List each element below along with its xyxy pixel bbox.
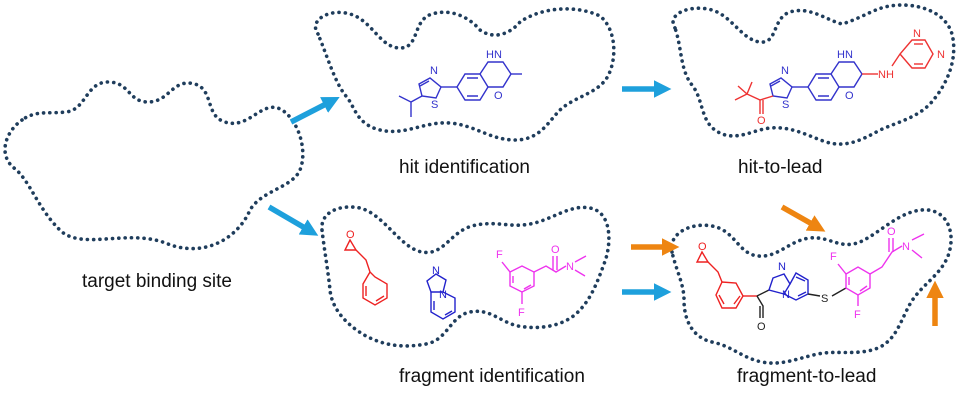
lead-difluorophenyl-acetamide [837,233,925,306]
lead-imidazopyridine [768,272,809,301]
lead-linker [756,289,770,318]
hit-molecule [398,61,522,117]
fragment-atom-n-amide: N [566,261,574,273]
lead-epoxide-benzyl [695,250,757,309]
hit-pocket-outline [313,7,616,142]
hit-atom-o: O [494,90,503,102]
fragment-pocket-outline [320,205,611,348]
fragment-epoxide-benzyl [343,238,388,306]
lead-thioether [807,287,847,297]
fragment-difluorophenyl-acetamide [501,255,587,304]
lead-frag-atom-n-2: N [782,289,790,301]
lead-atom-n: N [781,65,789,77]
lead-frag-atom-f-1: F [830,251,837,263]
lead-atom-n-pyrazine-1: N [913,28,921,40]
label-hit-identification: hit identification [399,157,530,178]
lead-atom-o-ketone: O [757,115,766,127]
hit-atom-hn: HN [486,49,502,61]
label-fragment-identification: fragment identification [399,366,585,387]
arrow-to-fragment-identification [267,204,319,236]
lead-frag-atom-o-epoxide: O [698,241,707,253]
hit-to-lead-pocket-outline [671,3,956,146]
lead-atom-n-pyrazine-2: N [937,49,945,61]
lead-frag-atom-o-amide: O [887,226,896,238]
fragment-atom-n-2: N [439,289,447,301]
label-fragment-to-lead: fragment-to-lead [737,366,877,387]
lead-frag-atom-o-carbonyl: O [757,321,766,333]
lead-core [769,61,863,101]
arrow-to-hit-identification [289,96,340,125]
fragment-atom-f-1: F [496,249,503,261]
lead-atom-hn: HN [837,49,853,61]
target-pocket-outline [3,80,305,251]
fragment-atom-o-amide: O [551,244,560,256]
fragment-atom-o-epoxide: O [346,229,355,241]
lead-frag-atom-f-2: F [854,309,861,321]
fragment-atom-n-1: N [432,265,440,277]
hit-atom-n: N [430,65,438,77]
label-hit-to-lead: hit-to-lead [738,157,823,178]
lead-atom-s: S [782,99,789,111]
lead-added-groups [734,39,934,114]
lead-atom-nh: NH [878,69,894,81]
fragment-atom-f-2: F [518,307,525,319]
lead-frag-atom-n-amide: N [902,241,910,253]
lead-atom-o: O [845,90,854,102]
lead-frag-atom-n-1: N [778,261,786,273]
fragment-to-lead-pocket-outline [669,208,953,365]
fragment-imidazopyridine [426,273,456,320]
lead-frag-atom-s: S [821,293,828,305]
label-target-binding-site: target binding site [82,271,232,292]
growth-arrow-top [780,204,826,232]
hit-atom-s: S [431,99,438,111]
